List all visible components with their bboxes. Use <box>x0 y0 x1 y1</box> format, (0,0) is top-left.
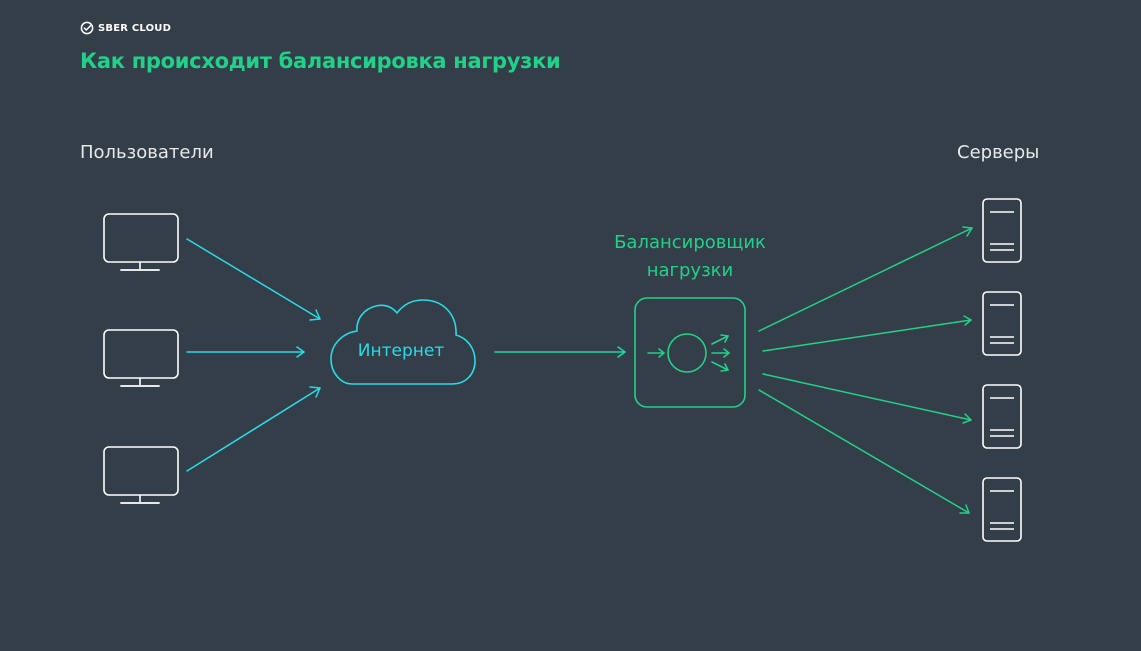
arrow-balancer-to-server-1 <box>758 226 973 332</box>
arrow-user-3-to-internet <box>186 386 321 472</box>
load-balancer-icon <box>634 297 746 408</box>
balancer-label-line-2: нагрузки <box>646 260 734 281</box>
internet-label: Интернет <box>357 341 445 361</box>
user-monitor-1-icon <box>103 213 179 271</box>
server-1-icon <box>982 198 1022 263</box>
balancer-label-line-1: Балансировщик <box>614 232 766 253</box>
server-3-icon <box>982 384 1022 449</box>
servers-label: Серверы <box>957 142 1040 163</box>
logo-text: SBER CLOUD <box>98 22 172 34</box>
arrow-balancer-to-server-4 <box>758 389 970 514</box>
balancer-label: Балансировщик нагрузки <box>596 229 784 285</box>
sber-check-circle-icon <box>80 21 94 35</box>
user-monitor-2-icon <box>103 329 179 387</box>
cloud-icon <box>330 299 476 385</box>
arrow-balancer-to-server-3 <box>762 373 972 424</box>
slide-title: Как происходит балансировка нагрузки <box>80 49 561 73</box>
arrow-user-1-to-internet <box>186 238 321 321</box>
server-4-icon <box>982 477 1022 542</box>
arrow-user-2-to-internet <box>186 346 305 358</box>
server-2-icon <box>982 291 1022 356</box>
arrow-internet-to-balancer <box>494 346 626 358</box>
arrow-balancer-to-server-2 <box>762 315 972 352</box>
users-label: Пользователи <box>80 142 214 163</box>
logo: SBER CLOUD <box>80 20 171 36</box>
user-monitor-3-icon <box>103 446 179 504</box>
